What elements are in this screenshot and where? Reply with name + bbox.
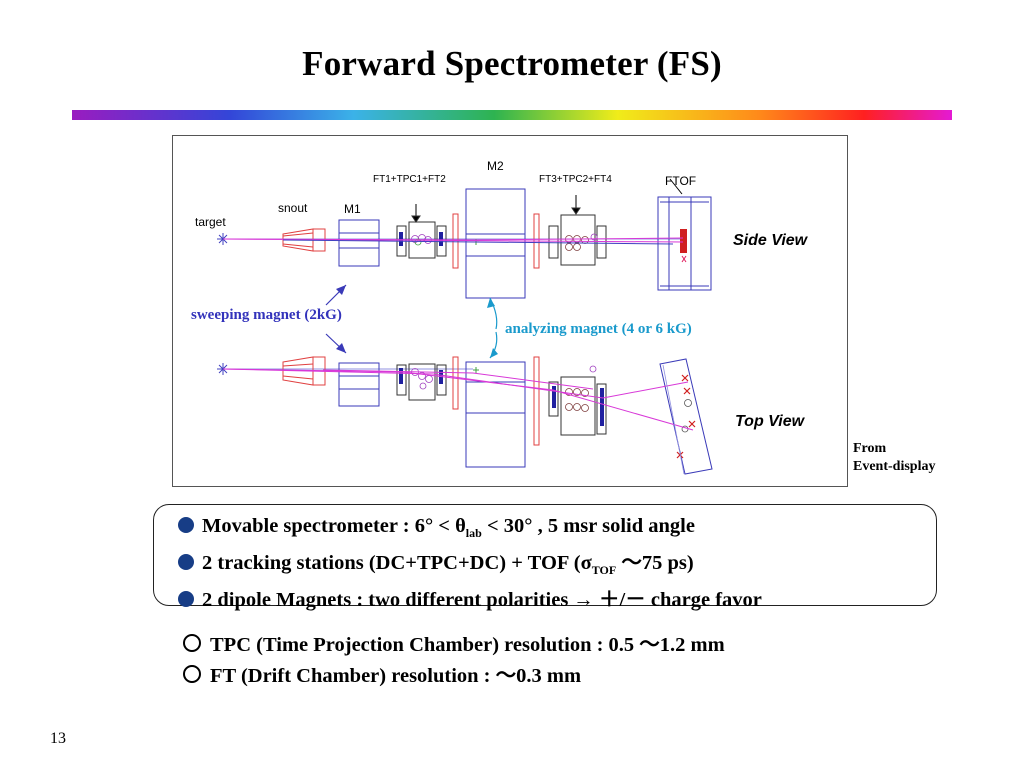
side-view: target snout M1 FT1+TPC1+FT2 M2 FT3+TPC2…	[195, 159, 809, 299]
label-m1: M1	[344, 202, 361, 216]
source-line-1: From	[853, 441, 887, 456]
bullet-tracking: 2 tracking stations (DC+TPC+DC) + TOF (σ…	[178, 548, 936, 585]
label-m2: M2	[487, 159, 504, 173]
source-line-2: Event-display	[853, 459, 936, 474]
tracker-1-top	[396, 363, 447, 401]
label-ftof: FTOF	[665, 174, 696, 188]
label-sweeping-magnet: sweeping magnet (2kG)	[191, 307, 342, 323]
bullet-spectrometer: Movable spectrometer : 6° < θlab < 30° ,…	[178, 511, 936, 548]
figure-source: From Event-display	[853, 440, 935, 476]
ftof-hits	[680, 229, 687, 253]
magnet-m2	[465, 188, 526, 299]
resolution-ft: FT (Drift Chamber) resolution : ～0.3 mm	[183, 661, 725, 692]
top-view: Top View	[217, 356, 806, 475]
resolution-tpc: TPC (Time Projection Chamber) resolution…	[183, 630, 725, 661]
magnet-m2-top	[465, 361, 526, 468]
bullet-magnets: 2 dipole Magnets : two different polarit…	[178, 585, 936, 615]
label-snout: snout	[278, 201, 308, 215]
circle-bullet-icon	[183, 665, 201, 683]
tracker-2-top	[548, 376, 607, 436]
label-target: target	[195, 215, 226, 229]
circle-bullet-icon	[183, 634, 201, 652]
tracks-top	[222, 368, 694, 431]
label-ft1-tpc1-ft2: FT1+TPC1+FT2	[373, 174, 446, 185]
label-top-view: Top View	[735, 413, 806, 430]
magnet-m1	[338, 219, 380, 267]
bullet-dot-icon	[178, 517, 194, 533]
bullet-dot-icon	[178, 554, 194, 571]
tracks-side	[222, 237, 684, 245]
annotation-arrows: sweeping magnet (2kG) analyzing magnet (…	[191, 284, 692, 359]
label-analyzing-magnet: analyzing magnet (4 or 6 kG)	[505, 321, 692, 337]
resolution-list: TPC (Time Projection Chamber) resolution…	[183, 630, 725, 692]
hits-1	[399, 232, 443, 246]
feature-box: Movable spectrometer : 6° < θlab < 30° ,…	[153, 504, 937, 611]
label-ft3-tpc2-ft4: FT3+TPC2+FT4	[539, 174, 612, 185]
label-side-view: Side View	[733, 232, 809, 249]
bullet-dot-icon	[178, 591, 194, 608]
page-number: 13	[50, 730, 66, 747]
tracker-2	[548, 195, 607, 266]
page-title: Forward Spectrometer (FS)	[302, 44, 722, 83]
tracker-1	[396, 204, 447, 259]
rainbow-divider	[72, 110, 952, 120]
magnet-m1-top	[338, 362, 380, 407]
ftof-detector	[657, 178, 712, 291]
event-display-figure: target snout M1 FT1+TPC1+FT2 M2 FT3+TPC2…	[172, 135, 848, 487]
